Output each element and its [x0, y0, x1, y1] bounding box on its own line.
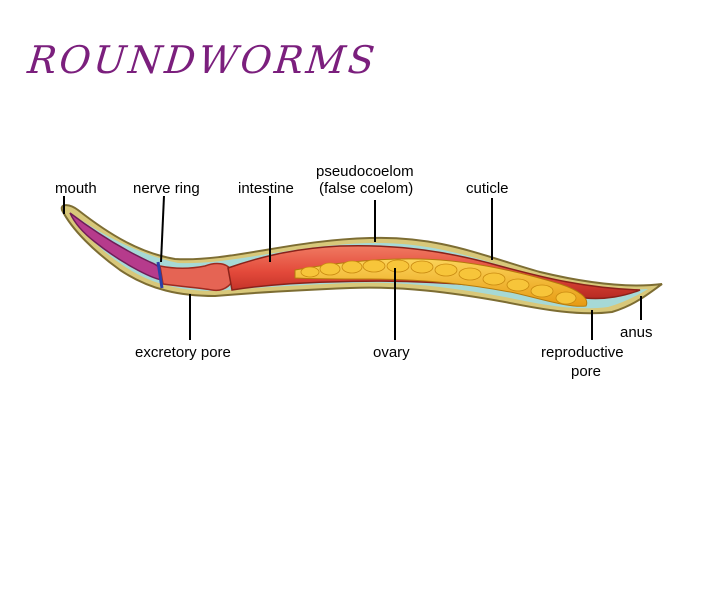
label-nerve-ring: nerve ring: [133, 180, 200, 197]
label-pore: pore: [571, 363, 601, 380]
label-pseudocoelom: pseudocoelom: [316, 163, 414, 180]
pharynx: [69, 212, 164, 281]
label-ovary: ovary: [373, 344, 410, 361]
label-intestine: intestine: [238, 180, 294, 197]
nerve-ring: [156, 261, 164, 289]
label-mouth: mouth: [55, 180, 97, 197]
label-false-coelom: (false coelom): [319, 180, 413, 197]
ovary-granules: [300, 259, 577, 305]
label-anus: anus: [620, 324, 653, 341]
leader-lines: [63, 195, 642, 340]
label-reproductive: reproductive: [541, 344, 624, 361]
label-excretory-pore: excretory pore: [135, 344, 231, 361]
label-cuticle: cuticle: [466, 180, 509, 197]
